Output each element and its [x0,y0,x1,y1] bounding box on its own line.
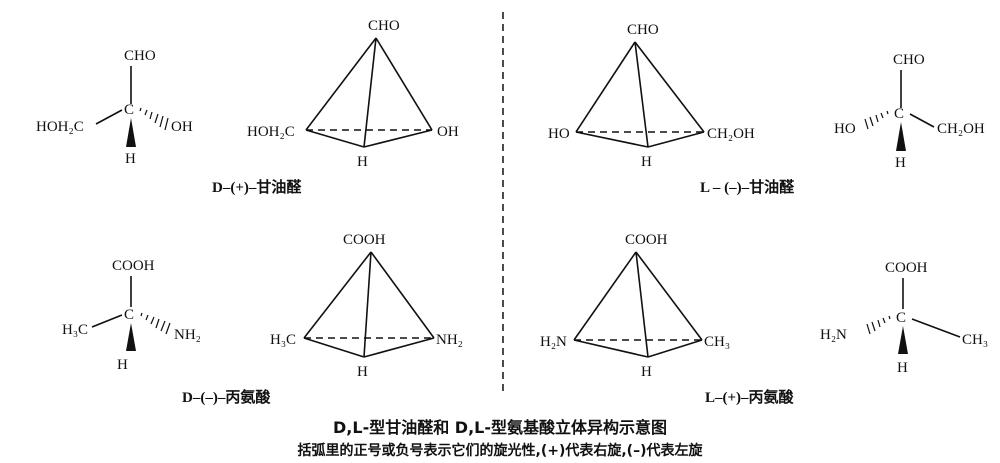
d-glyc-cho: CHO [124,48,156,64]
d-glyc-oh: OH [171,119,193,135]
d-alanine-tetrahedron: COOH H₃C NH₂ H [270,232,463,380]
d-glyc-h: H [125,151,136,167]
d-glyceraldehyde-tetrahedron: CHO HOH₂C OH H [247,18,459,170]
l-glyc-cho: CHO [893,52,925,68]
d-ala-tet-nh2: NH₂ [436,332,463,348]
l-ala-tet-ch3: CH₃ [704,334,730,350]
l-tet-h: H [641,154,652,170]
l-ala-tet-h2n: H₂N [540,334,567,350]
d-ala-wedge-bond [126,323,136,351]
d-ala-tet-h3c: H₃C [270,332,296,348]
d-alanine-caption: D–(–)–丙氨酸 [182,388,271,406]
l-alanine-caption: L–(+)–丙氨酸 [705,388,795,406]
l-alanine-wedge: COOH C H₂N CH₃ H [820,260,988,376]
l-ala-h2n: H₂N [820,327,847,343]
l-glyc-c: C [894,106,904,122]
l-ala-h: H [897,360,908,376]
l-ala-cooh: COOH [885,260,928,276]
figure-title: D,L-型甘油醛和 D,L-型氨基酸立体异构示意图 [333,418,667,437]
l-tet-ch2oh: CH₂OH [707,126,755,142]
l-alanine-tetrahedron: COOH H₂N CH₃ H [540,232,730,380]
l-glyceraldehyde-wedge: CHO C HO CH₂OH H [834,52,985,171]
d-tet-h: H [357,154,368,170]
d-alanine-wedge: COOH C H₃C NH₂ H [62,258,201,373]
d-ala-nh2: NH₂ [174,327,201,343]
d-tet-hoh2c: HOH₂C [247,124,295,140]
d-glyc-hoh2c: HOH₂C [36,119,84,135]
d-glyc-c: C [124,102,134,118]
d-tet-cho: CHO [368,18,400,34]
d-glyc-wedge-bond [126,118,136,147]
d-glyceraldehyde-caption: D–(+)–甘油醛 [212,178,302,196]
l-ala-ch3: CH₃ [962,332,988,348]
l-ala-c: C [896,310,906,326]
l-glyceraldehyde-caption: L – (–)–甘油醛 [700,178,795,196]
d-glyc-hash-bond [139,107,169,131]
l-ala-tet-cooh: COOH [625,232,668,248]
d-glyceraldehyde-wedge: CHO C HOH₂C OH H [36,48,193,167]
l-tet-cho: CHO [627,22,659,38]
d-ala-h3c: H₃C [62,322,88,338]
d-ala-h: H [117,357,128,373]
d-ala-tet-cooh: COOH [343,232,386,248]
d-ala-hash-bond [140,312,171,335]
d-ala-tet-h: H [357,364,368,380]
l-ala-hash-bond [866,315,891,335]
l-glyc-h: H [895,155,906,171]
l-ala-wedge-bond [898,326,908,354]
l-glyc-ch2oh: CH₂OH [937,121,985,137]
d-ala-cooh: COOH [112,258,155,274]
l-ala-tet-h: H [641,364,652,380]
l-glyc-wedge-bond [896,122,906,151]
l-glyc-ho: HO [834,121,856,137]
l-tet-ho: HO [548,126,570,142]
d-tet-oh: OH [437,124,459,140]
l-glyceraldehyde-tetrahedron: CHO HO CH₂OH H [548,22,755,170]
d-ala-c: C [124,307,134,323]
l-glyc-hash-bond [864,110,889,130]
figure-note: 括弧里的正号或负号表示它们的旋光性,(+)代表右旋,(–)代表左旋 [297,443,703,459]
